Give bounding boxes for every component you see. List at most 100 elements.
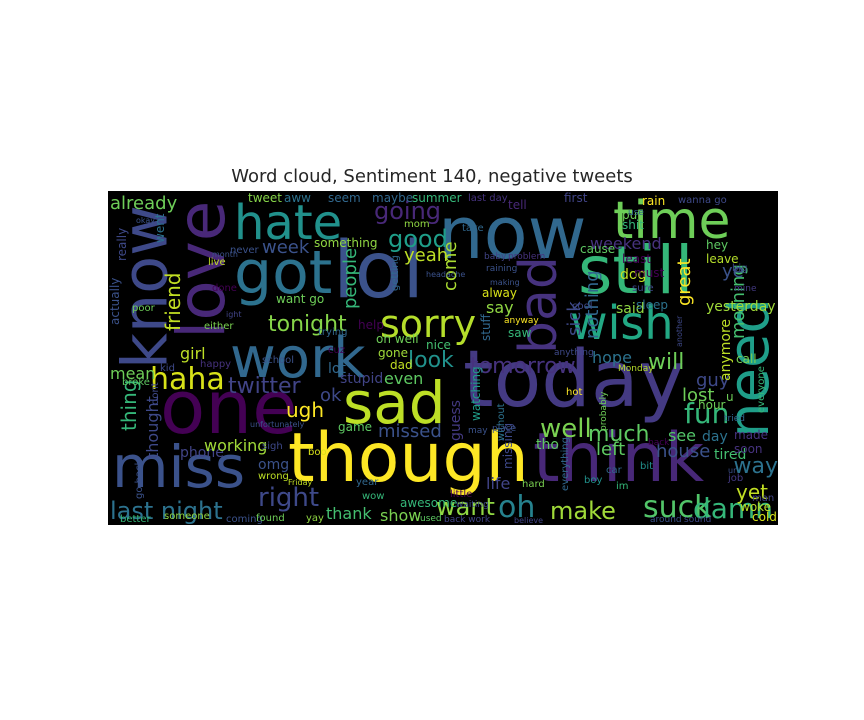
cloud-word: alway (482, 286, 517, 300)
cloud-word: last day (468, 193, 508, 204)
cloud-word: really (115, 228, 129, 261)
cloud-word: little (450, 489, 472, 500)
cloud-word: cool (572, 301, 593, 312)
cloud-word: mean (110, 364, 155, 383)
cloud-word: right (258, 483, 319, 513)
cloud-word: Monday (618, 364, 654, 374)
cloud-word: poor (132, 303, 156, 314)
cloud-word: around (650, 515, 682, 525)
cloud-word: put (622, 208, 642, 222)
cloud-word: take (462, 223, 484, 234)
cloud-word: someone (164, 511, 210, 522)
cloud-word: unfortunately (250, 420, 305, 429)
cloud-word: good (388, 225, 448, 253)
cloud-word: believe (514, 516, 543, 525)
cloud-word: need (717, 298, 778, 438)
cloud-word: use (628, 208, 644, 218)
cloud-word: bad (509, 256, 569, 354)
cloud-word: life (486, 474, 510, 493)
cloud-word: first (564, 191, 588, 205)
cloud-word: damn (693, 492, 773, 525)
cloud-word: working (204, 436, 267, 455)
cloud-word: gone (378, 346, 408, 360)
cloud-word: anyway (504, 316, 539, 326)
cloud-word: one (160, 365, 298, 451)
cloud-word: dad (390, 358, 413, 372)
cloud-word: anymore (718, 319, 734, 381)
cloud-word: weekend (590, 234, 662, 253)
cloud-word: think (533, 419, 705, 498)
cloud-word: now (438, 191, 587, 275)
cloud-word: said (616, 301, 645, 317)
cloud-word: kid (160, 363, 175, 374)
cloud-word: ugh (286, 398, 324, 422)
cloud-word: getting (390, 255, 401, 291)
cloud-word: mine (734, 284, 757, 294)
cloud-word: rain (642, 194, 665, 208)
cloud-word: going (374, 197, 441, 225)
cloud-word: big (732, 263, 747, 274)
cloud-word: will (648, 350, 684, 375)
cloud-word: oh well (376, 332, 419, 346)
cloud-word: well (540, 414, 592, 444)
cloud-word: without (496, 403, 507, 441)
cloud-word: either (204, 321, 234, 332)
cloud-word: ur (728, 466, 737, 475)
cloud-word: hope (592, 348, 632, 367)
cloud-word: still (578, 232, 693, 309)
cloud-word: sick (564, 301, 585, 336)
cloud-word: lol (333, 226, 424, 316)
cloud-word: ok (320, 385, 342, 406)
cloud-word: wrong (258, 471, 289, 482)
cloud-word: phone (180, 445, 224, 461)
cloud-word: boy (584, 475, 602, 486)
cloud-word: day (702, 429, 728, 445)
cloud-word: broke (122, 377, 150, 388)
cloud-word: missing (501, 423, 515, 469)
cloud-word: hard (522, 479, 545, 490)
cloud-word: guy (696, 370, 730, 391)
cloud-word: people (340, 248, 361, 309)
cloud-word: help (358, 318, 384, 332)
cloud-word: oh (498, 490, 535, 525)
cloud-word: yesterday (706, 299, 776, 315)
cloud-word: happy (200, 359, 231, 370)
cloud-word: trying (318, 327, 347, 338)
cloud-word: probably (599, 391, 609, 431)
cloud-word: baby (484, 252, 507, 262)
cloud-word: week (262, 237, 310, 258)
cloud-word: haha (150, 362, 225, 397)
cloud-word: got (234, 238, 332, 308)
cloud-word: back (648, 438, 670, 448)
cloud-word: aww (284, 191, 311, 205)
cloud-word: wow (362, 491, 384, 502)
cloud-word: dog (620, 267, 646, 283)
cloud-word: problem (508, 252, 545, 262)
cloud-word: sleep (636, 298, 668, 312)
cloud-word: another (675, 315, 684, 347)
cloud-word: Friday (288, 478, 313, 487)
cloud-word: love (163, 201, 240, 339)
cloud-word: woke (740, 500, 771, 514)
cloud-word: friend (161, 273, 185, 332)
cloud-word: want (436, 493, 495, 521)
cloud-word: month (212, 250, 238, 259)
cloud-word: im (616, 481, 629, 492)
cloud-word: thank (326, 504, 372, 523)
cloud-word: stuff (479, 313, 493, 341)
cloud-word: fun (684, 397, 729, 430)
cloud-word: tomorrow (470, 354, 576, 379)
cloud-word: soon (734, 442, 763, 456)
cloud-word: live (208, 257, 226, 268)
cloud-word: ight (226, 310, 242, 319)
cloud-word: ye (722, 261, 744, 282)
cloud-word: headache (426, 270, 465, 279)
cloud-word: suck (643, 490, 712, 525)
cloud-word: awesome (400, 496, 457, 510)
cloud-word: make (550, 497, 616, 525)
cloud-word: bit (640, 461, 653, 472)
cloud-word: must (634, 266, 665, 280)
cloud-word: know (108, 205, 181, 369)
cloud-word: lost (682, 385, 714, 406)
